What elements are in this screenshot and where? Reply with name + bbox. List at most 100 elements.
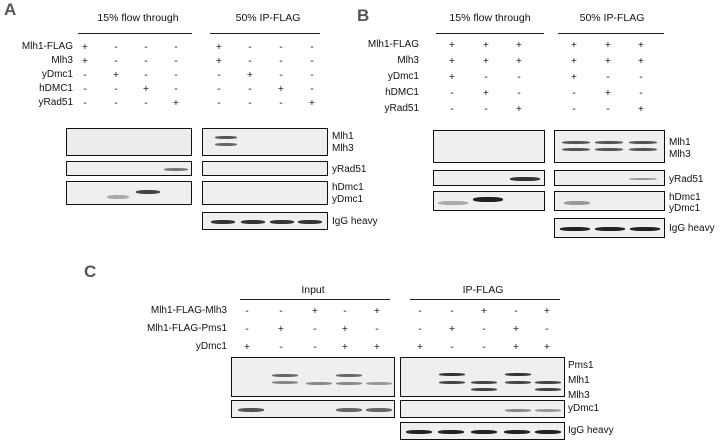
condition-sign: + (515, 39, 523, 51)
condition-sign: - (248, 97, 252, 109)
panel-b-label-yrad51: yRad51 (669, 174, 704, 185)
condition-sign: - (450, 305, 454, 317)
panel-b-label-mlh3: Mlh3 (669, 149, 691, 160)
band (164, 168, 188, 171)
panel-c-blot-igg-ip (400, 422, 565, 440)
panel-a-blot-mlh-ip (202, 128, 328, 156)
condition-sign: - (310, 41, 314, 53)
condition-sign: - (174, 55, 178, 67)
band (211, 220, 235, 224)
condition-sign: - (217, 83, 221, 95)
panel-c-blot-dmc1-input (231, 400, 395, 418)
band (215, 143, 237, 146)
condition-sign: - (279, 41, 283, 53)
band (535, 409, 561, 412)
condition-sign: + (482, 55, 490, 67)
condition-sign: - (174, 69, 178, 81)
condition-sign: + (142, 83, 150, 95)
condition-sign: - (375, 323, 379, 335)
condition-sign: - (279, 55, 283, 67)
panel-b-group-line (436, 33, 544, 34)
condition-sign: - (310, 83, 314, 95)
panel-a-letter: A (4, 0, 17, 19)
panel-c-label-mlh3: Mlh3 (568, 390, 590, 401)
condition-row-label: Mlh1-FLAG-Pms1 (146, 323, 227, 334)
panel-c-blot-mlh-input (231, 357, 395, 397)
band (510, 177, 540, 181)
panel-b-label-igg: IgG heavy (669, 223, 715, 234)
panel-a-label-yrad51: yRad51 (332, 164, 367, 175)
panel-a-blot-rad51-flowthrough (66, 161, 192, 176)
condition-sign: + (512, 341, 520, 353)
band (438, 201, 468, 205)
condition-sign: + (81, 41, 89, 53)
band (471, 381, 497, 384)
panel-b-letter: B (357, 6, 370, 25)
panel-b-label-mlh1: Mlh1 (669, 137, 691, 148)
band (630, 227, 660, 231)
condition-sign: - (639, 71, 643, 83)
condition-sign: - (114, 41, 118, 53)
band (560, 227, 590, 231)
panel-a-group-flowthrough: 15% flow through (97, 12, 179, 24)
condition-row-label: Mlh1-FLAG-Mlh3 (150, 305, 227, 316)
band (629, 148, 657, 151)
condition-sign: - (144, 97, 148, 109)
panel-a-group-line (210, 33, 320, 34)
band (438, 430, 464, 434)
condition-sign: - (279, 341, 283, 353)
band (406, 430, 432, 434)
condition-sign: + (416, 341, 424, 353)
panel-c-blot-mlh-ip (400, 357, 565, 397)
condition-sign: - (450, 341, 454, 353)
panel-b-group-ip: 50% IP-FLAG (579, 12, 645, 24)
condition-row-label: yDmc1 (387, 71, 419, 82)
condition-sign: - (517, 71, 521, 83)
condition-sign: - (313, 341, 317, 353)
panel-b-group-flowthrough: 15% flow through (449, 12, 531, 24)
condition-row-label: Mlh3 (397, 55, 419, 66)
panel-a-group-line (78, 33, 192, 34)
condition-sign: + (311, 305, 319, 317)
band (471, 388, 497, 391)
condition-row-label: yDmc1 (195, 341, 227, 352)
condition-sign: - (248, 55, 252, 67)
panel-a-blot-dmc1-ip (202, 181, 328, 205)
band (336, 382, 362, 385)
panel-a-label-mlh3: Mlh3 (332, 143, 354, 154)
panel-a-blot-dmc1-flowthrough (66, 181, 192, 205)
condition-sign: - (418, 305, 422, 317)
condition-sign: - (310, 69, 314, 81)
band (535, 430, 561, 434)
condition-sign: - (83, 69, 87, 81)
condition-sign: - (83, 97, 87, 109)
band (241, 220, 265, 224)
band (336, 374, 362, 377)
condition-sign: + (448, 71, 456, 83)
condition-row-label: Mlh1-FLAG (367, 39, 419, 50)
condition-sign: + (308, 97, 316, 109)
condition-sign: + (570, 71, 578, 83)
panel-b-blot-dmc1-flowthrough (433, 191, 545, 211)
band (564, 201, 590, 205)
band (136, 190, 160, 194)
condition-sign: - (217, 97, 221, 109)
condition-sign: + (112, 69, 120, 81)
condition-sign: + (480, 305, 488, 317)
condition-sign: - (484, 103, 488, 115)
condition-sign: + (570, 39, 578, 51)
condition-sign: - (144, 55, 148, 67)
band (562, 141, 590, 144)
condition-sign: - (343, 305, 347, 317)
band (535, 381, 561, 384)
condition-sign: - (83, 83, 87, 95)
condition-sign: + (604, 39, 612, 51)
band (629, 141, 657, 144)
condition-sign: + (341, 341, 349, 353)
band (629, 178, 657, 180)
band (272, 374, 298, 377)
condition-sign: + (570, 55, 578, 67)
condition-sign: + (543, 305, 551, 317)
band (366, 382, 392, 385)
condition-sign: + (172, 97, 180, 109)
